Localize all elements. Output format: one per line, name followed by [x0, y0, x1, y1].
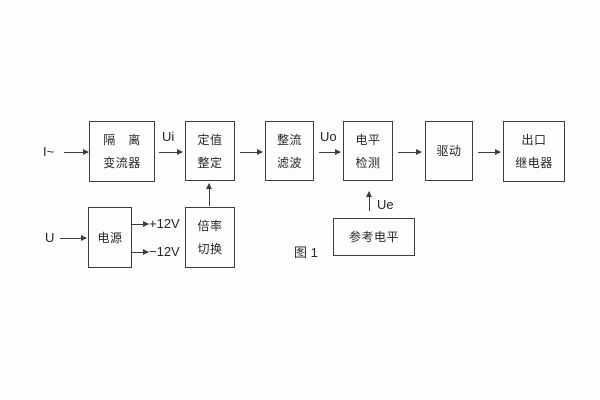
block-setting-line2: 整定 — [197, 155, 223, 170]
arrow-right-icon — [319, 149, 341, 155]
block-setting-line1: 定值 — [197, 132, 223, 147]
block-isolation-line1: 隔 离 — [103, 133, 141, 147]
signal-ui-label: Ui — [162, 129, 175, 144]
block-multiplier-line2: 切换 — [197, 242, 223, 256]
plus-12v-label: +12V — [149, 216, 180, 231]
block-power-label: 电源 — [97, 230, 123, 245]
arrow-right-icon — [60, 235, 87, 241]
block-rectifier-line2: 滤波 — [276, 155, 302, 170]
block-isolation-transformer: 隔 离 变流器 — [89, 121, 155, 182]
arrow-right-icon — [159, 149, 183, 155]
signal-ue-label: Ue — [377, 197, 394, 212]
block-drive-label: 驱动 — [436, 144, 462, 158]
arrow-right-icon — [240, 149, 263, 155]
block-multiplier-switch: 倍率 切换 — [185, 207, 235, 268]
input-current-label: I~ — [43, 144, 55, 159]
arrow-right-icon — [64, 149, 89, 155]
block-rectifier-line1: 整流 — [276, 132, 302, 147]
arrow-right-icon — [398, 149, 422, 155]
arrow-up-icon — [366, 191, 372, 211]
block-level-line1: 电平 — [355, 132, 381, 147]
signal-uo-label: Uo — [320, 129, 337, 144]
block-multiplier-line1: 倍率 — [197, 219, 223, 233]
input-voltage-label: U — [45, 230, 55, 245]
block-level-line2: 检测 — [355, 155, 381, 170]
figure-caption: 图 1 — [294, 245, 318, 260]
arrow-right-icon — [131, 221, 149, 227]
block-isolation-line2: 变流器 — [103, 156, 141, 170]
arrow-right-icon — [478, 149, 501, 155]
block-value-setting: 定值 整定 — [185, 121, 235, 181]
block-reference-label: 参考电平 — [348, 230, 399, 244]
block-level-detection: 电平 检测 — [343, 121, 393, 181]
block-output-relay: 出口 继电器 — [503, 121, 565, 182]
minus-12v-label: −12V — [149, 244, 180, 259]
arrow-up-icon — [206, 183, 212, 206]
block-drive: 驱动 — [425, 121, 473, 181]
block-rectifier-filter: 整流 滤波 — [265, 121, 314, 181]
block-relay-line2: 继电器 — [515, 156, 553, 170]
arrow-right-icon — [131, 249, 149, 255]
block-reference-level: 参考电平 — [333, 218, 415, 256]
block-power-supply: 电源 — [88, 207, 132, 268]
block-relay-line1: 出口 — [521, 133, 547, 147]
